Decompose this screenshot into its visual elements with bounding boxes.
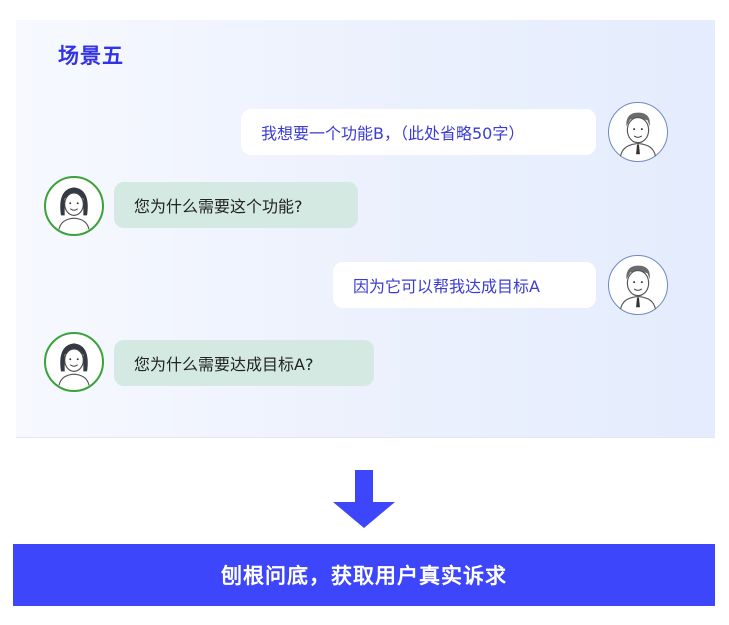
scene-panel: 场景五 我想要一个功能B，（此处省略50字） 您为什么需要这个功能? 因为它可以… (16, 20, 715, 438)
message-text: 因为它可以帮我达成目标A (353, 277, 540, 296)
message-text: 您为什么需要达成目标A? (134, 355, 314, 374)
scene-title: 场景五 (58, 44, 124, 68)
male-avatar-icon (608, 102, 668, 162)
down-arrow-icon (333, 470, 395, 528)
chat-bubble-interviewer: 您为什么需要达成目标A? (114, 340, 374, 386)
message-text: 我想要一个功能B，（此处省略50字） (261, 124, 525, 143)
chat-bubble-user: 我想要一个功能B，（此处省略50字） (241, 109, 596, 155)
female-avatar-icon (44, 176, 104, 236)
conclusion-text: 刨根问底，获取用户真实诉求 (221, 564, 507, 588)
message-text: 您为什么需要这个功能? (134, 197, 303, 216)
chat-bubble-user: 因为它可以帮我达成目标A (333, 262, 596, 308)
male-avatar-icon (608, 255, 668, 315)
female-avatar-icon (44, 332, 104, 392)
conclusion-banner: 刨根问底，获取用户真实诉求 (13, 544, 715, 606)
chat-bubble-interviewer: 您为什么需要这个功能? (114, 182, 358, 228)
